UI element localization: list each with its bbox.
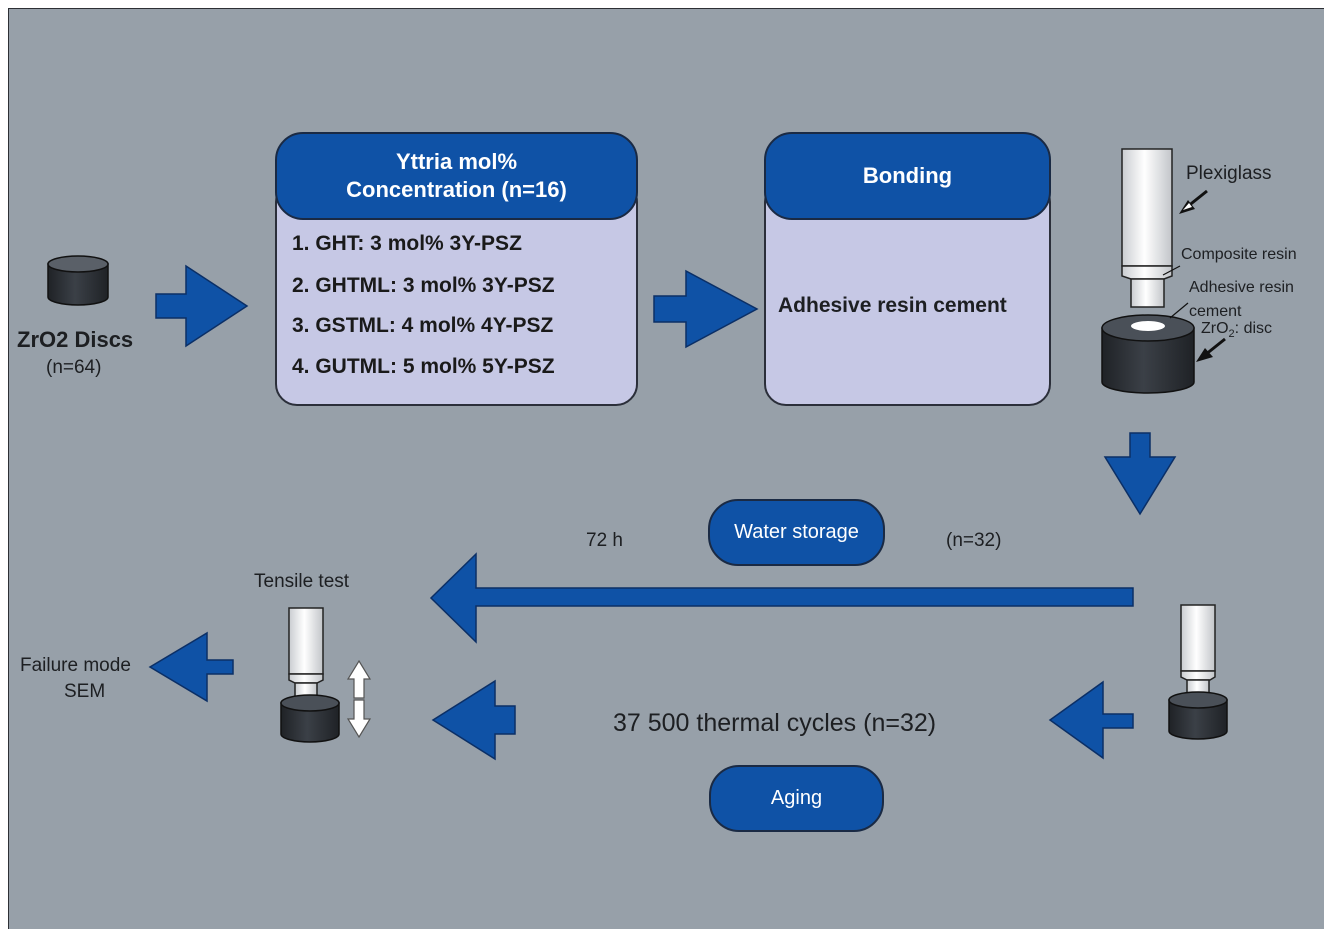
yttria-list-item: 3. GSTML: 4 mol% 4Y-PSZ xyxy=(292,314,554,337)
arrow-left-icon xyxy=(148,631,234,703)
bonding-header-text: Bonding xyxy=(862,163,953,188)
arrow-down-icon xyxy=(1103,432,1177,516)
plexiglass-pointer-icon xyxy=(1179,189,1208,214)
adhesive-cement-label-line1: Adhesive resin xyxy=(1189,279,1294,296)
tensile-specimen-icon xyxy=(280,607,340,743)
arrow-right-icon xyxy=(155,264,249,348)
zro2-discs-title: ZrO2 Discs xyxy=(17,327,134,352)
yttria-box-header: Yttria mol% Concentration (n=16) xyxy=(275,132,638,220)
tensile-test-label: Tensile test xyxy=(254,571,350,592)
yttria-list-item: 2. GHTML: 3 mol% 3Y-PSZ xyxy=(292,274,555,297)
adhesive-cement-label-line2: cement xyxy=(1189,303,1242,320)
failure-mode-label: Failure mode xyxy=(20,655,131,676)
adhesive-leader-line xyxy=(1169,302,1189,319)
zro2-disc-label: ZrO2: disc xyxy=(1201,321,1272,340)
failure-sem-label: SEM xyxy=(64,681,106,702)
zro2-disc-icon xyxy=(47,255,109,306)
arrow-left-icon xyxy=(431,679,516,761)
bonding-box-header: Bonding xyxy=(764,132,1051,220)
water-storage-pill: Water storage xyxy=(708,499,885,566)
specimen-assembly-icon xyxy=(1101,148,1195,394)
yttria-list-item: 4. GUTML: 5 mol% 5Y-PSZ xyxy=(292,355,555,378)
zro2-disc-label-suffix: : disc xyxy=(1234,320,1273,337)
zro2-discs-count: (n=64) xyxy=(46,357,102,378)
composite-resin-label: Composite resin xyxy=(1181,246,1297,263)
aging-pill: Aging xyxy=(709,765,884,832)
water-storage-count: (n=32) xyxy=(946,530,1002,551)
thermal-cycles-label: 37 500 thermal cycles (n=32) xyxy=(613,709,937,737)
storage-duration-label: 72 h xyxy=(586,530,623,551)
disc-pointer-icon xyxy=(1196,337,1226,362)
arrow-right-icon xyxy=(653,269,759,349)
tensile-direction-icon xyxy=(346,659,372,739)
zro2-disc-label-prefix: ZrO xyxy=(1201,320,1229,337)
yttria-list-item: 1. GHT: 3 mol% 3Y-PSZ xyxy=(292,232,522,255)
yttria-header-line2: Concentration (n=16) xyxy=(346,177,567,202)
composite-leader-line xyxy=(1162,265,1181,276)
arrow-left-icon xyxy=(1048,680,1134,760)
diagram-background xyxy=(8,8,1324,929)
yttria-header-line1: Yttria mol% xyxy=(395,149,518,174)
bonding-body-text: Adhesive resin cement xyxy=(778,294,1007,317)
aged-specimen-icon xyxy=(1168,604,1228,740)
plexiglass-label: Plexiglass xyxy=(1186,163,1272,184)
zro2-disc-label-subscript: 2 xyxy=(1228,328,1235,341)
long-arrow-left-icon xyxy=(429,552,1134,644)
